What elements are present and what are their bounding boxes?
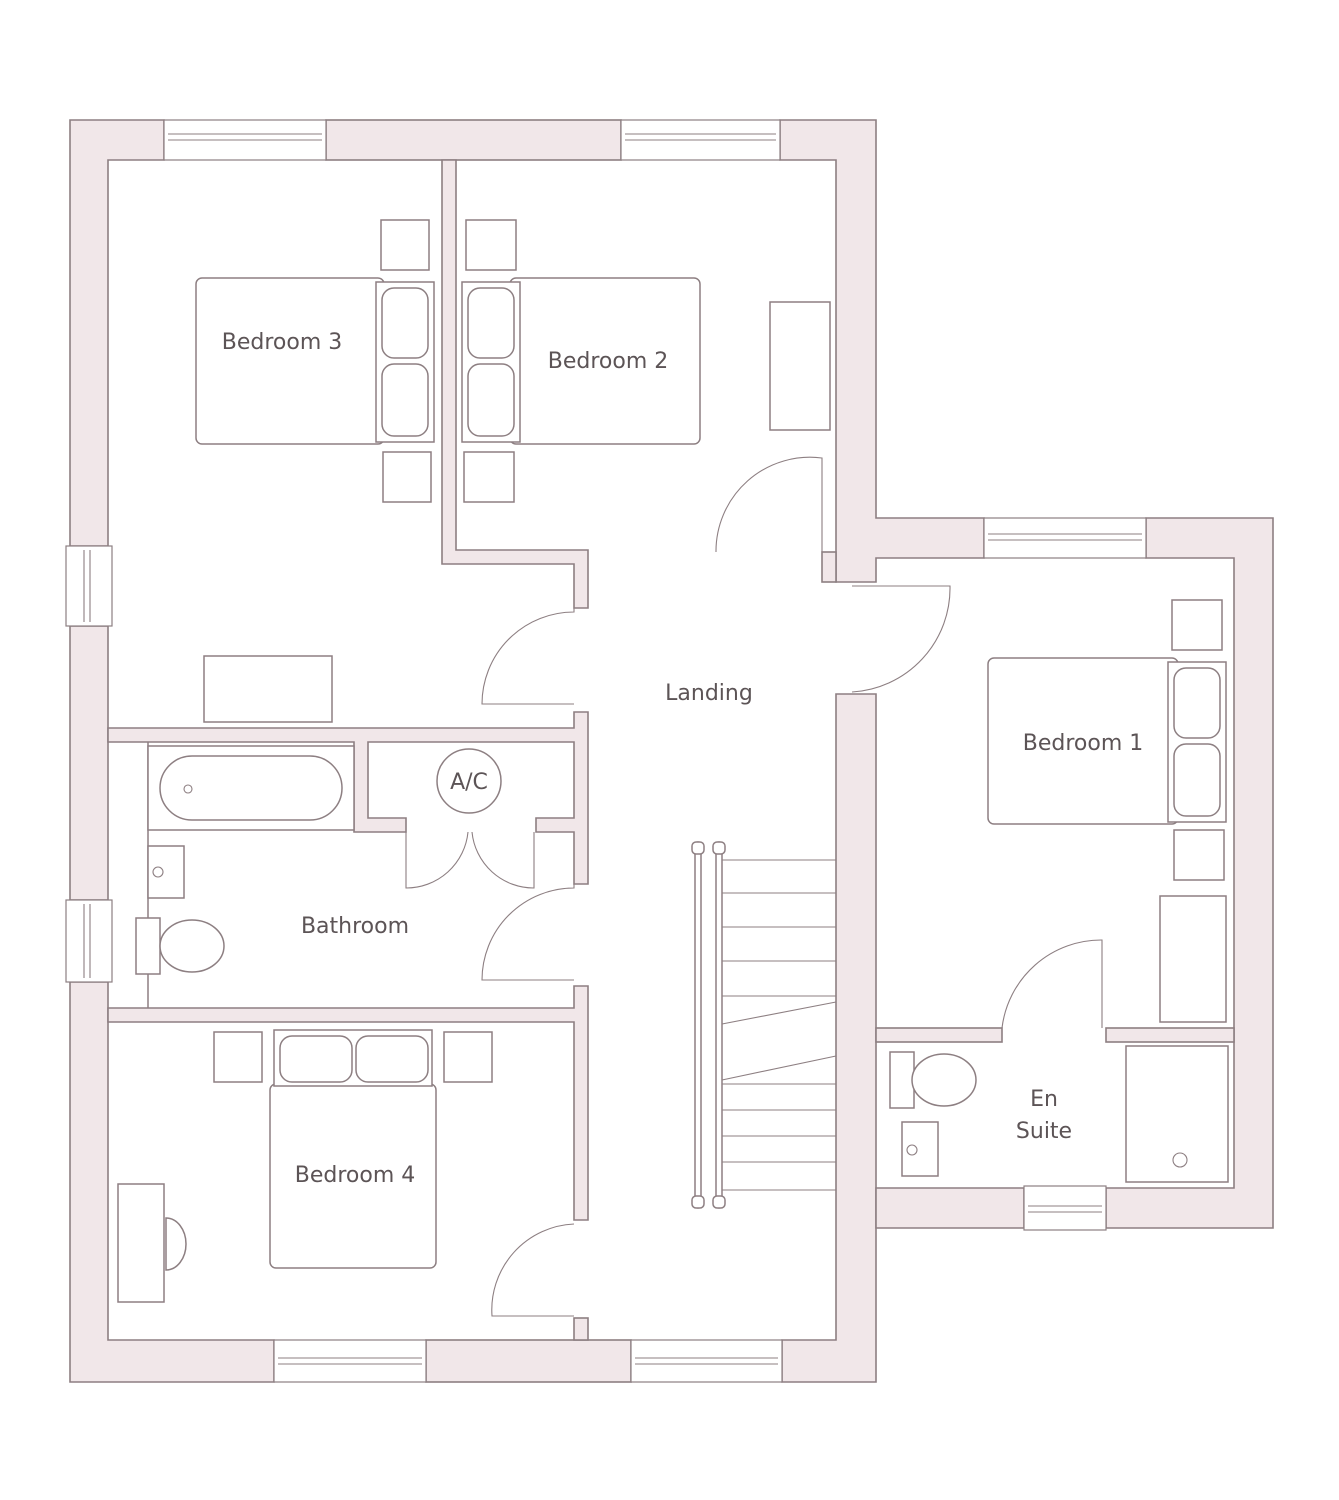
window-top-bed1 xyxy=(983,517,1147,559)
pillow-icon xyxy=(381,363,429,437)
windows xyxy=(65,119,1147,1383)
nightstand-icon xyxy=(1173,829,1225,881)
wall-bottom-middle xyxy=(425,1339,632,1383)
shower-tray-icon xyxy=(1125,1045,1229,1183)
toilet-bowl-icon xyxy=(159,919,225,973)
door-ac-right xyxy=(471,831,535,889)
wall-bath-bed4 xyxy=(107,985,589,1221)
drain-icon xyxy=(183,784,193,794)
pillow-icon xyxy=(1173,743,1221,817)
wall-bed1-ensuite-left xyxy=(875,1027,1003,1043)
wall-top-right xyxy=(779,119,985,583)
pillow-icon xyxy=(467,287,515,359)
label-bedroom1: Bedroom 1 xyxy=(1023,731,1144,756)
ac-cylinder-icon xyxy=(436,748,502,814)
stair-rail-right xyxy=(715,841,723,1209)
label-ensuite-line2: Suite xyxy=(1016,1119,1072,1144)
bedroom1-furniture xyxy=(987,599,1227,1023)
bedroom4-furniture xyxy=(117,1029,493,1303)
stair-rail-left xyxy=(694,841,702,1209)
bed-bedroom3 xyxy=(195,277,385,445)
label-landing: Landing xyxy=(665,681,753,706)
wall-top-middle xyxy=(325,119,622,161)
window-top-bed2 xyxy=(620,119,781,161)
pillow-icon xyxy=(1173,667,1221,739)
nightstand-icon xyxy=(213,1031,263,1083)
exterior-walls xyxy=(69,119,1274,1383)
window-top-bed3 xyxy=(163,119,327,161)
ensuite-furniture xyxy=(889,1045,1229,1183)
bedroom2-furniture xyxy=(461,219,831,503)
wall-east-wing-bottom xyxy=(875,1187,1025,1229)
door-ensuite xyxy=(1001,939,1103,1029)
nightstand-icon xyxy=(465,219,517,271)
wall-bed3-bed2 xyxy=(441,159,589,609)
pillow-icon xyxy=(467,363,515,437)
door-ac-left xyxy=(405,831,469,889)
wardrobe-icon xyxy=(769,301,831,431)
toilet-cistern-icon xyxy=(135,917,161,975)
wall-bed1-ensuite-right xyxy=(1105,1027,1235,1043)
label-bedroom3: Bedroom 3 xyxy=(222,330,343,355)
wall-bed2-door-stub xyxy=(821,551,837,583)
pillow-icon xyxy=(279,1035,353,1083)
bathroom-furniture xyxy=(135,745,502,975)
nightstand-icon xyxy=(1171,599,1223,651)
wall-right-lower xyxy=(781,693,877,1383)
sink-icon xyxy=(901,1121,939,1177)
door-bed3 xyxy=(481,608,575,705)
desk-icon xyxy=(117,1183,165,1303)
desk-icon xyxy=(203,655,333,723)
door-bed4 xyxy=(491,1223,575,1317)
label-bedroom2: Bedroom 2 xyxy=(548,349,669,374)
nightstand-icon xyxy=(443,1031,493,1083)
wall-bottom-stub xyxy=(573,1317,589,1341)
door-bed2 xyxy=(715,456,823,553)
chair-icon xyxy=(165,1217,187,1271)
toilet-bowl-icon xyxy=(911,1053,977,1107)
pillow-icon xyxy=(355,1035,429,1083)
window-bottom-bed4 xyxy=(273,1339,427,1383)
label-ac: A/C xyxy=(450,770,488,795)
wall-bed3-bath xyxy=(107,711,589,885)
window-bottom-ensuite xyxy=(1023,1185,1107,1231)
wardrobe-icon xyxy=(1159,895,1227,1023)
label-ensuite-line1: En xyxy=(1030,1087,1058,1112)
room-labels: Bedroom 3 Bedroom 2 Landing Bedroom 1 A/… xyxy=(222,330,1144,1188)
wall-left-upper xyxy=(69,119,165,547)
pillow-icon xyxy=(381,287,429,359)
bedroom3-furniture xyxy=(195,219,435,723)
sink-icon xyxy=(147,845,185,899)
label-bathroom: Bathroom xyxy=(301,914,409,939)
shower-drain-icon xyxy=(1172,1152,1188,1168)
bathtub-basin-icon xyxy=(159,755,343,821)
internal-walls xyxy=(107,159,1235,1341)
nightstand-icon xyxy=(380,219,430,271)
doors xyxy=(405,456,1103,1317)
door-bathroom xyxy=(481,884,575,981)
nightstand-icon xyxy=(382,451,432,503)
toilet-cistern-icon xyxy=(889,1051,915,1109)
window-bottom-landing xyxy=(630,1339,783,1383)
door-bed1 xyxy=(851,585,951,693)
label-bedroom4: Bedroom 4 xyxy=(295,1163,416,1188)
window-left-bed3 xyxy=(65,545,113,627)
nightstand-icon xyxy=(463,451,515,503)
staircase xyxy=(691,841,837,1209)
window-left-bathroom xyxy=(65,899,113,983)
wall-left-middle xyxy=(69,625,109,901)
